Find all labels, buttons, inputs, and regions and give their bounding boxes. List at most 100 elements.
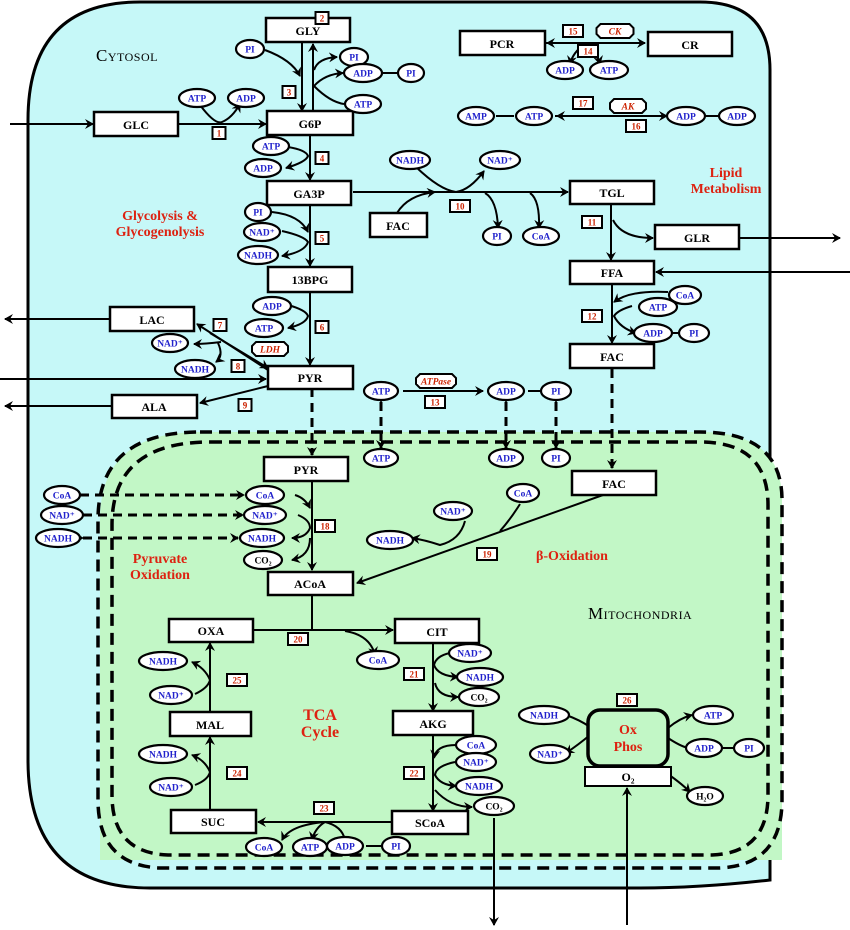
cofactor-co2-r21[interactable]: CO₂ [457, 686, 501, 708]
metabolite-fac-mito[interactable]: FAC [570, 469, 658, 497]
metabolite-pyr-cytosol[interactable]: PYR [266, 364, 355, 391]
cofactor-h2o-r26[interactable]: H₂O [685, 785, 725, 807]
reaction-number-20[interactable]: 20 [287, 632, 309, 646]
cofactor-nad-r21[interactable]: NAD⁺ [447, 642, 493, 664]
reaction-number-16[interactable]: 16 [625, 119, 647, 133]
cofactor-atp-r1[interactable]: ATP [177, 87, 217, 109]
cofactor-nad-r5[interactable]: NAD⁺ [242, 221, 282, 243]
metabolite-mal[interactable]: MAL [168, 710, 253, 738]
cofactor-pi-m[interactable]: PI [540, 447, 572, 469]
cofactor-atp-r23[interactable]: ATP [291, 836, 329, 858]
cofactor-pi-gly-in[interactable]: PI [234, 38, 266, 60]
reaction-number-1[interactable]: 1 [211, 126, 227, 140]
cofactor-adp-ck[interactable]: ADP [545, 59, 585, 81]
metabolite-oxa[interactable]: OXA [167, 617, 255, 644]
cofactor-adp-r23[interactable]: ADP [325, 835, 365, 857]
reaction-number-3[interactable]: 3 [281, 85, 297, 99]
cofactor-coa-r19[interactable]: CoA [505, 482, 541, 504]
cofactor-atp-r6[interactable]: ATP [243, 317, 285, 339]
cofactor-adp-r1[interactable]: ADP [226, 87, 266, 109]
cofactor-adp-r4[interactable]: ADP [243, 157, 283, 179]
reaction-number-19[interactable]: 19 [476, 547, 498, 561]
reaction-number-22[interactable]: 22 [403, 766, 425, 780]
reaction-number-18[interactable]: 18 [314, 519, 336, 533]
reaction-number-26[interactable]: 26 [616, 693, 638, 707]
cofactor-co2-r22[interactable]: CO₂ [472, 795, 516, 817]
reaction-number-2[interactable]: 2 [314, 11, 330, 25]
metabolite-fac-cytosol-2[interactable]: FAC [568, 342, 656, 370]
cofactor-atp-r26[interactable]: ATP [691, 704, 735, 726]
metabolite-tgl[interactable]: TGL [568, 179, 656, 206]
reaction-number-10[interactable]: 10 [449, 199, 471, 213]
cofactor-nadh-r10[interactable]: NADH [388, 149, 432, 171]
reaction-number-11[interactable]: 11 [581, 215, 603, 229]
reaction-number-23[interactable]: 23 [313, 801, 335, 815]
metabolite-ala[interactable]: ALA [110, 393, 199, 420]
oxphos-complex[interactable]: Ox Phos [586, 708, 670, 768]
metabolite-glr[interactable]: GLR [653, 223, 741, 251]
cofactor-nadh-r7[interactable]: NADH [173, 358, 217, 380]
reaction-number-6[interactable]: 6 [314, 320, 330, 334]
cofactor-nad-r26[interactable]: NAD⁺ [528, 743, 572, 765]
cofactor-adp-r13[interactable]: ADP [486, 380, 526, 402]
cofactor-adp-r12[interactable]: ADP [632, 322, 674, 344]
cofactor-nad-r19[interactable]: NAD⁺ [432, 500, 474, 522]
reaction-number-5[interactable]: 5 [314, 231, 330, 245]
cofactor-nadh-out[interactable]: NADH [34, 527, 82, 549]
metabolite-ga3p[interactable]: GA3P [265, 179, 353, 207]
metabolite-glc[interactable]: GLC [92, 110, 180, 138]
metabolite-pcr[interactable]: PCR [458, 29, 547, 57]
cofactor-nadh-r24[interactable]: NADH [137, 743, 189, 765]
cofactor-nadh-r25[interactable]: NADH [137, 650, 189, 672]
reaction-number-9[interactable]: 9 [237, 398, 253, 412]
cofactor-atp-r13[interactable]: ATP [362, 380, 400, 402]
reaction-number-14[interactable]: 14 [577, 44, 599, 58]
reaction-number-15[interactable]: 15 [562, 24, 584, 38]
cofactor-pi-r13[interactable]: PI [539, 380, 573, 402]
reaction-number-21[interactable]: 21 [403, 667, 425, 681]
cofactor-nadh-r26[interactable]: NADH [517, 704, 571, 726]
metabolite-akg[interactable]: AKG [391, 709, 475, 737]
cofactor-nad-r18[interactable]: NAD⁺ [242, 504, 288, 526]
cofactor-pi-gly-adp[interactable]: PI [396, 62, 426, 84]
reaction-number-7[interactable]: 7 [212, 318, 228, 332]
cofactor-nadh-r21[interactable]: NADH [455, 666, 505, 688]
cofactor-adp-gly[interactable]: ADP [342, 62, 384, 84]
cofactor-coa-r10[interactable]: CoA [521, 225, 561, 247]
cofactor-coa-r20[interactable]: CoA [355, 649, 401, 671]
metabolite-suc[interactable]: SUC [169, 808, 258, 835]
cofactor-atp-ck[interactable]: ATP [588, 59, 630, 81]
metabolite-o2[interactable]: O₂ [584, 766, 672, 787]
cofactor-coa-r12[interactable]: CoA [667, 284, 703, 306]
reaction-number-17[interactable]: 17 [572, 96, 594, 110]
cofactor-adp-ak2[interactable]: ADP [717, 105, 757, 127]
cofactor-pi-gly-out[interactable]: PI [338, 46, 370, 68]
cofactor-adp-m[interactable]: ADP [487, 447, 525, 469]
cofactor-pi-r12[interactable]: PI [677, 322, 711, 344]
metabolite-g6p[interactable]: G6P [265, 109, 355, 137]
cofactor-pi-r5[interactable]: PI [243, 201, 273, 223]
cofactor-adp-r6[interactable]: ADP [251, 295, 293, 317]
metabolite-pyr-mito[interactable]: PYR [262, 455, 350, 483]
metabolite-ffa[interactable]: FFA [568, 259, 656, 286]
cofactor-nadh-r18[interactable]: NADH [238, 527, 286, 549]
cofactor-adp-ak1[interactable]: ADP [665, 105, 707, 127]
reaction-number-24[interactable]: 24 [226, 766, 248, 780]
reaction-number-4[interactable]: 4 [314, 151, 330, 165]
enzyme-ldh[interactable]: LDH [251, 341, 289, 357]
metabolite-fac-cytosol-1[interactable]: FAC [368, 211, 429, 239]
cofactor-nad-r10[interactable]: NAD⁺ [478, 149, 522, 171]
metabolite-lac[interactable]: LAC [108, 305, 196, 333]
reaction-number-12[interactable]: 12 [581, 309, 603, 323]
cofactor-atp-gly[interactable]: ATP [343, 93, 383, 115]
cofactor-nadh-r22[interactable]: NADH [454, 775, 504, 797]
enzyme-ak[interactable]: AK [609, 98, 647, 114]
cofactor-nad-r7[interactable]: NAD⁺ [150, 332, 190, 354]
cofactor-coa-out[interactable]: CoA [42, 484, 82, 506]
cofactor-pi-r10[interactable]: PI [481, 225, 513, 247]
cofactor-pi-r23[interactable]: PI [380, 835, 412, 857]
cofactor-nad-r24[interactable]: NAD⁺ [148, 776, 194, 798]
cofactor-nadh-r5[interactable]: NADH [236, 244, 280, 266]
enzyme-atpase[interactable]: ATPase [415, 373, 457, 389]
metabolite-cr[interactable]: CR [646, 30, 734, 58]
